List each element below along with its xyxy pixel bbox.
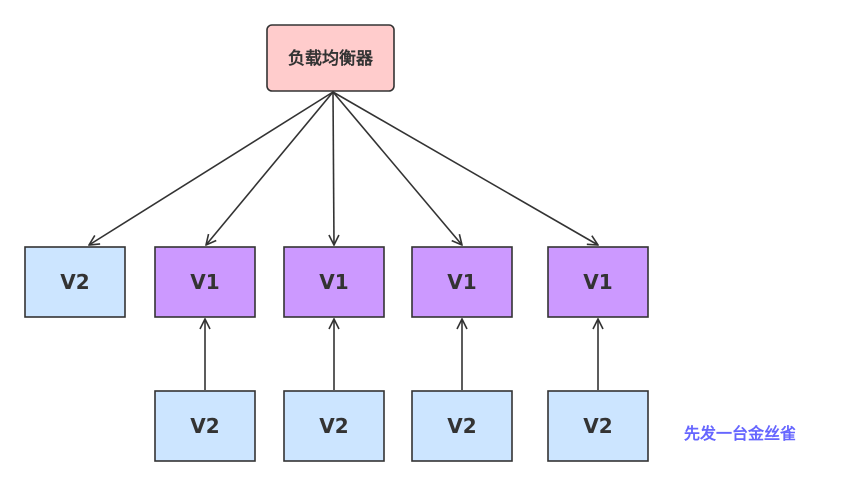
bottom-node-2: V2 (283, 390, 385, 462)
top-node-4-label: V1 (447, 270, 476, 294)
bottom-node-3-box (411, 390, 513, 462)
top-node-5-label: V1 (583, 270, 612, 294)
bottom-node-1-label: V2 (190, 414, 219, 438)
bottom-node-1-box (154, 390, 256, 462)
load-balancer-node: 负载均衡器 (266, 24, 395, 92)
top-node-4-box (411, 246, 513, 318)
edge-lb-to-top-4 (332, 91, 462, 245)
edge-lb-to-top-5 (332, 91, 598, 245)
top-node-5-box (547, 246, 649, 318)
top-node-4: V1 (411, 246, 513, 318)
top-node-5: V1 (547, 246, 649, 318)
edge-lb-to-top-1 (89, 91, 334, 245)
top-node-2-box (154, 246, 256, 318)
bottom-node-4-box (547, 390, 649, 462)
canary-caption: 先发一台金丝雀 (684, 424, 797, 443)
top-node-3-box (283, 246, 385, 318)
top-node-3-label: V1 (319, 270, 348, 294)
bottom-node-1: V2 (154, 390, 256, 462)
top-node-2: V1 (154, 246, 256, 318)
bottom-node-4: V2 (547, 390, 649, 462)
top-node-1-label: V2 (60, 270, 89, 294)
bottom-node-2-box (283, 390, 385, 462)
top-node-3: V1 (283, 246, 385, 318)
bottom-node-4-label: V2 (583, 414, 612, 438)
bottom-node-3: V2 (411, 390, 513, 462)
load-balancer-box (266, 24, 395, 92)
bottom-node-2-label: V2 (319, 414, 348, 438)
top-node-2-label: V1 (190, 270, 219, 294)
top-node-1: V2 (24, 246, 126, 318)
load-balancer-label: 负载均衡器 (288, 48, 374, 69)
bottom-node-3-label: V2 (447, 414, 476, 438)
top-node-1-box (24, 246, 126, 318)
edge-lb-to-top-2 (206, 91, 334, 245)
edge-lb-to-top-3 (333, 91, 334, 245)
